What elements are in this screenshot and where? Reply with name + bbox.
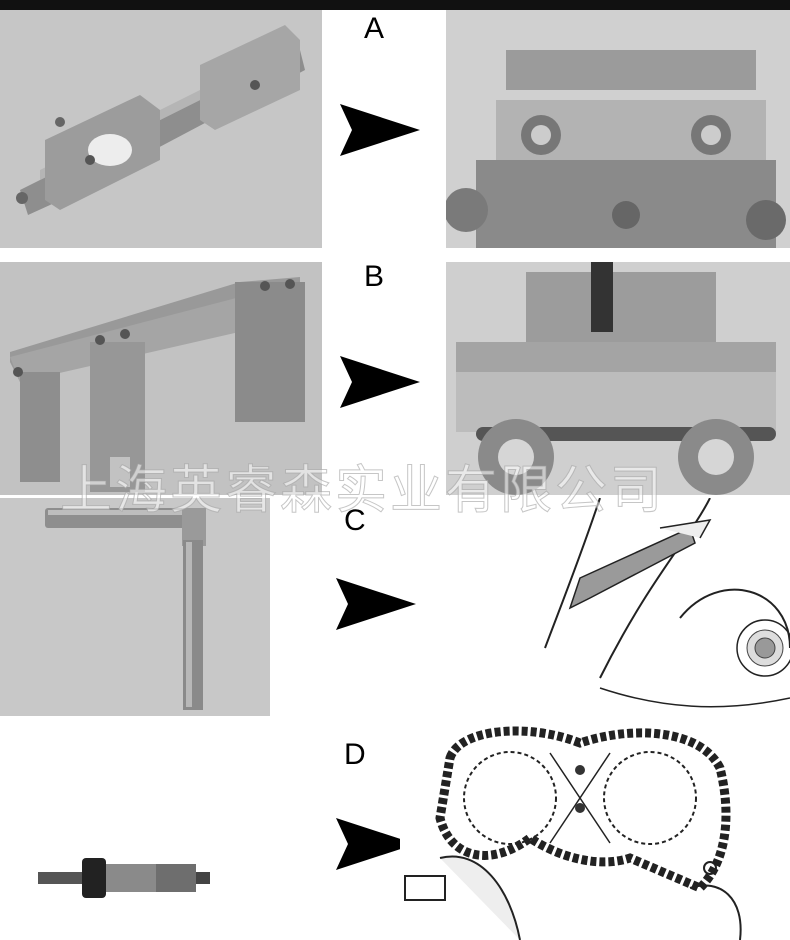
step-label-b: B [364, 260, 385, 293]
top-bar [0, 0, 790, 10]
engine-with-chain-icon [446, 262, 790, 495]
tool-image-c [0, 498, 270, 716]
engine-head-icon [446, 10, 790, 248]
tool-image-a [0, 10, 322, 248]
tool-image-d [20, 840, 220, 910]
result-image-b [446, 262, 790, 495]
arrow-icon-d [336, 812, 416, 876]
arrow-icon-c [336, 572, 416, 636]
result-diagram-d [400, 718, 790, 940]
l-shaped-locking-pin-icon [0, 498, 270, 716]
step-label-a: A [364, 12, 385, 45]
tensioner-locking-bolt-icon [20, 840, 220, 910]
result-image-a [446, 10, 790, 248]
result-diagram-c [540, 498, 790, 716]
arrow-icon-a [340, 98, 420, 162]
camshaft-alignment-bar-icon [0, 10, 322, 248]
camshaft-bridge-fixture-icon [0, 262, 322, 495]
arrow-icon-b [340, 350, 420, 414]
step-label-c: C [344, 504, 366, 537]
step-label-d: D [344, 738, 366, 771]
tool-image-b [0, 262, 322, 495]
timing-chain-diagram-icon [400, 718, 790, 940]
pin-insertion-diagram-icon [540, 498, 790, 716]
